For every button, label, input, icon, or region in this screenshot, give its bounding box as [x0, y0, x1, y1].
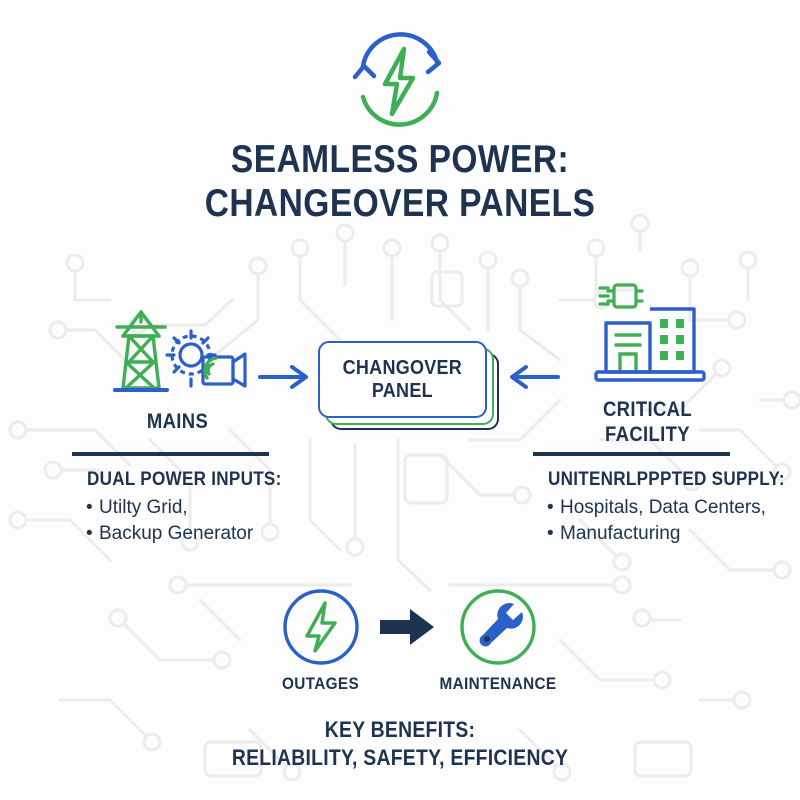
changeover-panel-box: CHANGOVER PANEL — [318, 341, 487, 418]
arrow-right-icon — [258, 365, 308, 389]
left-item-1: Utilty Grid, — [99, 497, 188, 518]
facility-label-line-1: CRITICAL — [602, 398, 693, 421]
thick-arrow-right-icon — [380, 609, 434, 645]
footer-line-2: RELIABILITY, SAFETY, EFFICIENCY — [231, 745, 569, 770]
left-item-2: Backup Generator — [99, 523, 254, 544]
key-benefits-footer: KEY BENEFITS: RELIABILITY, SAFETY, EFFIC… — [0, 716, 800, 772]
critical-facility-node: CRITICAL FACILITY — [565, 275, 730, 446]
list-item: • Hospitals, Data Centers, — [533, 495, 800, 521]
panel-label-line-1: CHANGOVER — [342, 356, 463, 379]
right-divider — [533, 452, 730, 456]
arrow-left-icon — [510, 365, 560, 389]
uninterrupted-supply-block: UNITENRLPPPTED SUPPLY: • Hospitals, Data … — [533, 452, 800, 547]
critical-facility-label: CRITICAL FACILITY — [575, 397, 720, 447]
bullet-icon: • — [547, 497, 554, 518]
hospital-building-icon — [593, 283, 706, 382]
left-heading: DUAL POWER INPUTS: — [87, 469, 282, 490]
list-item: • Utilty Grid, — [72, 495, 372, 521]
power-tower-generator-icon — [112, 310, 247, 392]
panel-label-line-2: PANEL — [371, 379, 434, 402]
title-line-2: CHANGEOVER PANELS — [204, 182, 596, 225]
lightning-bolt-icon — [382, 46, 416, 117]
bullet-icon: • — [86, 523, 93, 544]
wrench-circle-icon — [460, 589, 536, 665]
outages-node: OUTAGES — [268, 588, 373, 694]
bullet-icon: • — [86, 497, 93, 518]
outages-label: OUTAGES — [281, 674, 360, 693]
right-item-2: Manufacturing — [560, 523, 681, 544]
maintenance-node: MAINTENANCE — [428, 588, 568, 694]
page-title: SEAMLESS POWER: CHANGEOVER PANELS — [56, 138, 744, 226]
dual-power-inputs-block: DUAL POWER INPUTS: • Utilty Grid, • Backup… — [72, 452, 372, 547]
power-cycle-badge — [330, 22, 470, 137]
facility-label-line-2: FACILITY — [605, 423, 690, 446]
footer-line-1: KEY BENEFITS: — [324, 717, 476, 742]
title-line-1: SEAMLESS POWER: — [230, 138, 570, 181]
bullet-icon: • — [547, 523, 554, 544]
right-heading: UNITENRLPPPTED SUPPLY: — [548, 469, 785, 490]
mains-label: MAINS — [146, 410, 209, 433]
maintenance-label: MAINTENANCE — [439, 674, 557, 693]
list-item: • Backup Generator — [72, 521, 372, 547]
changeover-panel-label: CHANGOVER PANEL — [343, 357, 462, 403]
mains-node: MAINS — [95, 300, 260, 440]
right-item-1: Hospitals, Data Centers, — [560, 497, 766, 518]
left-divider — [72, 452, 269, 456]
list-item: • Manufacturing — [533, 521, 800, 547]
lightning-bolt-circle-icon — [282, 589, 359, 665]
power-cycle-icon — [352, 32, 442, 127]
